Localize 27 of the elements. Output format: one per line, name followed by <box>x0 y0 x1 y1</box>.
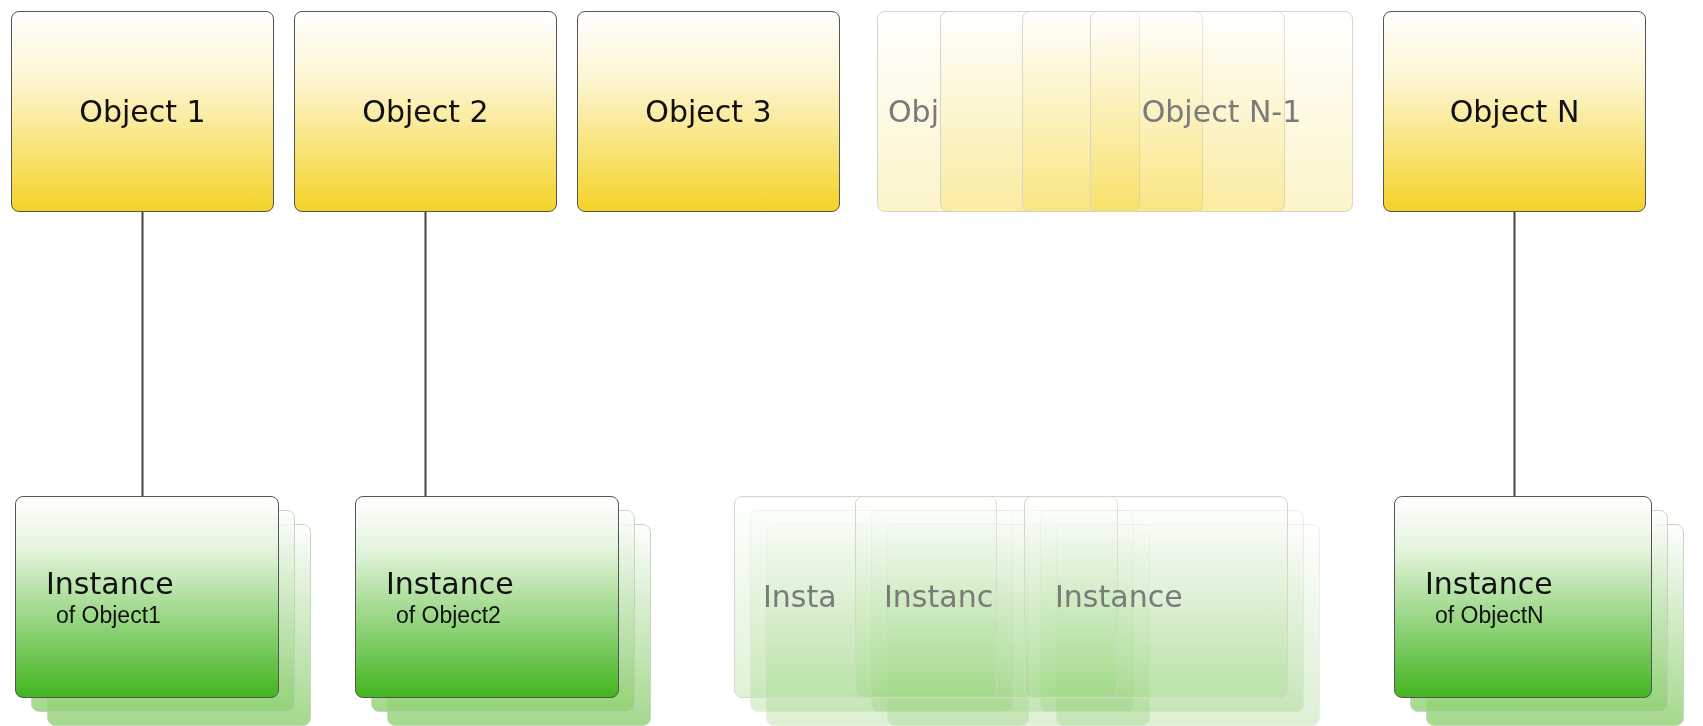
object-label: Object N-1 <box>1141 93 1302 130</box>
instance-sublabel: of ObjectN <box>1435 601 1544 629</box>
connector-line <box>141 211 144 497</box>
connector-line <box>424 211 427 497</box>
object-label: Obj <box>888 93 939 130</box>
object-box <box>11 11 274 212</box>
object-label: Object 3 <box>645 93 772 130</box>
object-label: Object 1 <box>79 93 206 130</box>
instance-sublabel: of Object1 <box>56 601 161 629</box>
instance-card <box>15 496 279 698</box>
object-box <box>294 11 557 212</box>
object-box <box>1090 11 1353 212</box>
instance-card <box>1024 496 1288 698</box>
instance-label: Instance <box>1055 579 1183 615</box>
instance-card <box>1394 496 1652 698</box>
object-label: Object 2 <box>362 93 489 130</box>
object-box <box>577 11 840 212</box>
instance-label: Instanc <box>884 579 994 615</box>
instance-label: Instance <box>46 565 174 602</box>
instance-label: Instance <box>1425 565 1553 602</box>
instance-sublabel: of Object2 <box>396 601 501 629</box>
connector-line <box>1513 211 1516 497</box>
object-label: Object N <box>1449 93 1580 130</box>
object-box <box>1383 11 1646 212</box>
instance-card <box>355 496 619 698</box>
instance-label: Instance <box>386 565 514 602</box>
instance-label: Insta <box>763 579 837 615</box>
